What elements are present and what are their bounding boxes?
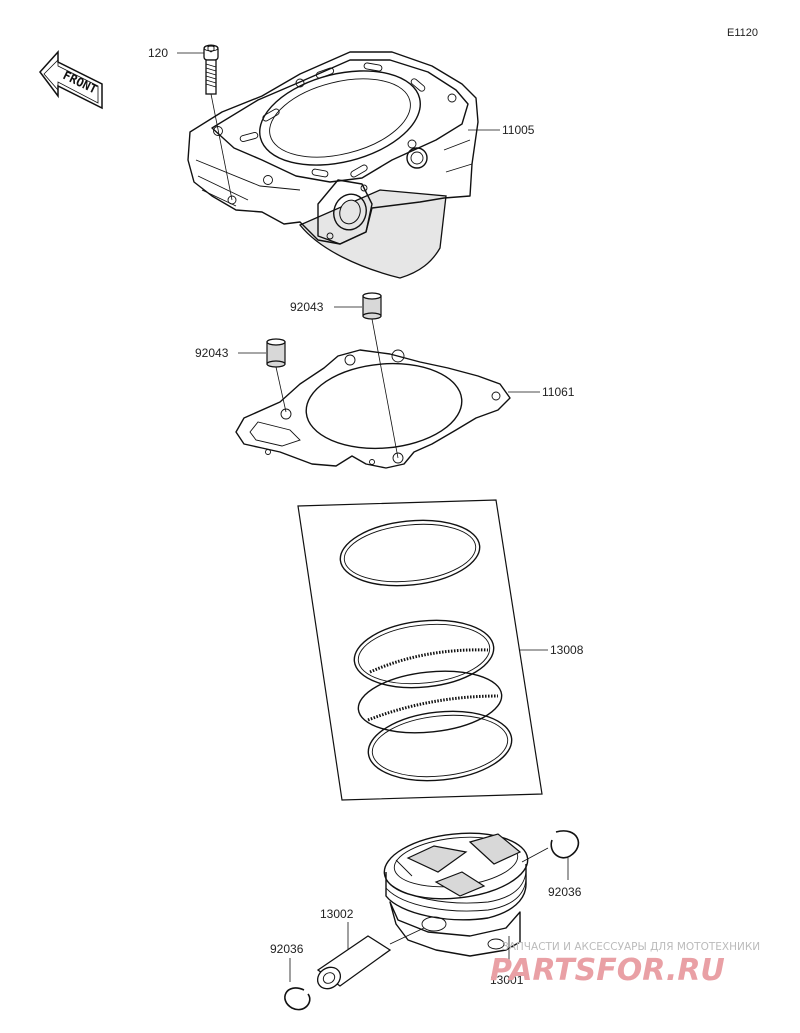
- part-number-92043-rear: 92043: [290, 300, 324, 314]
- part-number-13002: 13002: [320, 907, 354, 921]
- circlip-right-part[interactable]: [521, 830, 580, 863]
- reference-code: E1120: [727, 27, 758, 39]
- part-number-11005: 11005: [502, 123, 535, 137]
- dowel-pin-rear-part[interactable]: [362, 292, 399, 459]
- watermark-brand: PARTSFOR.RU: [490, 953, 725, 988]
- watermark: ЗАПЧАСТИ И АКСЕССУАРЫ ДЛЯ МОТОТЕХНИКИ PA…: [490, 941, 760, 988]
- cylinder-part[interactable]: [187, 51, 479, 279]
- front-arrow-icon: FRONT: [39, 50, 103, 110]
- dowel-pin-front-part[interactable]: [266, 338, 287, 413]
- part-number-11061: 11061: [542, 385, 575, 399]
- part-number-92036-left: 92036: [270, 942, 304, 956]
- part-number-13001: 13001: [490, 973, 524, 987]
- part-number-92036-right: 92036: [548, 885, 582, 899]
- part-number-120: 120: [148, 46, 168, 60]
- piston-part[interactable]: [381, 827, 531, 957]
- part-number-13008: 13008: [550, 643, 584, 657]
- circlip-left-part[interactable]: [284, 987, 311, 1011]
- cylinder-base-gasket-part[interactable]: [235, 349, 511, 469]
- piston-pin-part[interactable]: [313, 927, 425, 993]
- part-number-92043-front: 92043: [195, 346, 229, 360]
- piston-ring-set-part[interactable]: [297, 499, 543, 801]
- watermark-tagline: ЗАПЧАСТИ И АКСЕССУАРЫ ДЛЯ МОТОТЕХНИКИ: [502, 941, 760, 953]
- bolt-part[interactable]: [203, 44, 233, 201]
